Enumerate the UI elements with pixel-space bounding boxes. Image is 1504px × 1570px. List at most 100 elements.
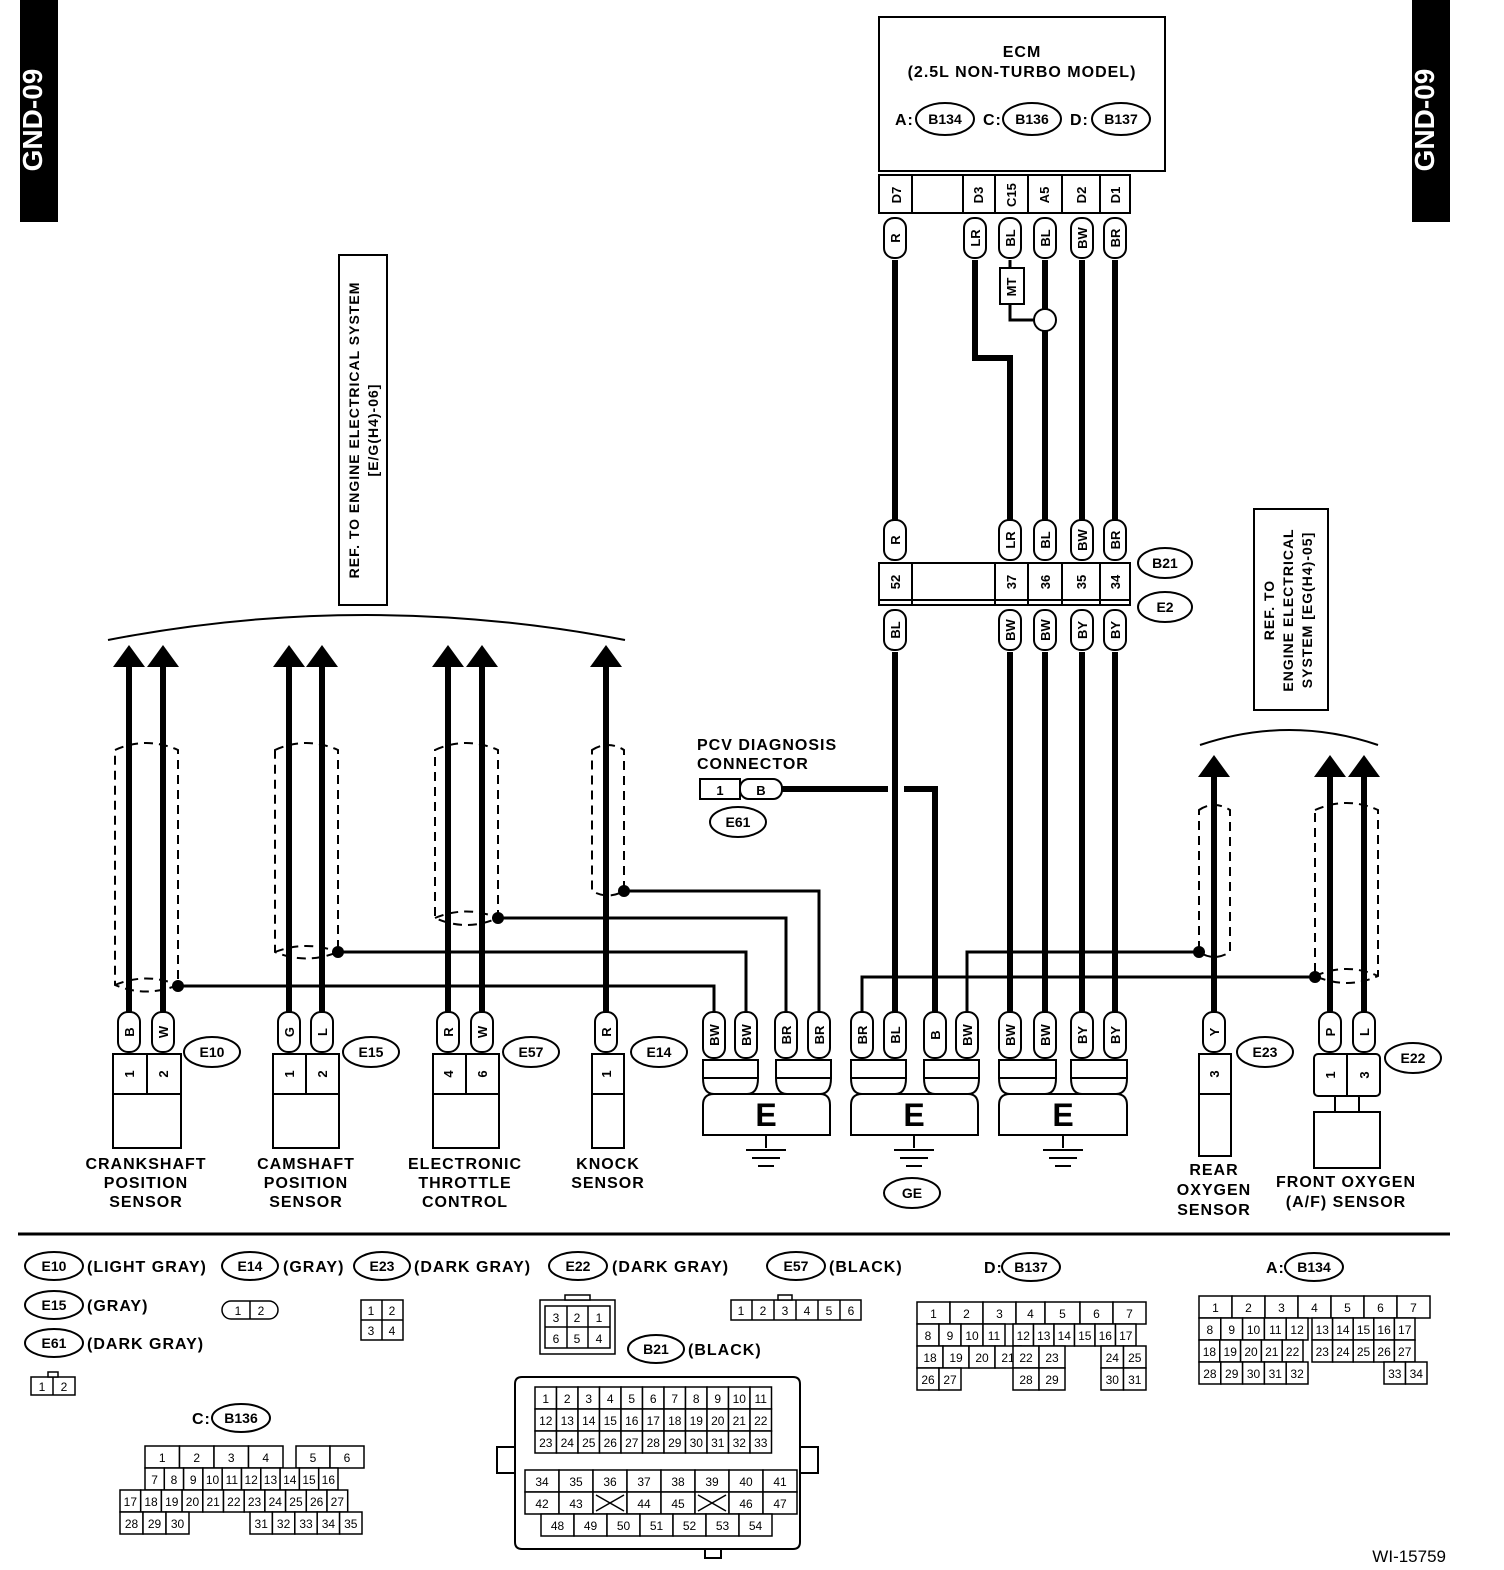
b134-pin-5: 5 (1344, 1301, 1351, 1315)
b21-pin-1: 1 (542, 1392, 549, 1406)
b136-pin-8: 8 (171, 1473, 178, 1487)
b21-pin-17: 17 (647, 1414, 661, 1428)
b21-id: B21 (1152, 555, 1178, 571)
b21-pin-2: 2 (564, 1392, 571, 1406)
ground-group-2: BR BL B BW E GE (850, 1011, 980, 1209)
b137-pin-6: 6 (1093, 1307, 1100, 1321)
b136-pin-35: 35 (344, 1517, 358, 1531)
b134-pin-16: 16 (1377, 1323, 1391, 1337)
legend-e22-pin-5: 4 (596, 1332, 603, 1346)
b137-pin-27-cell (938, 1367, 962, 1391)
gnd1-label: E (755, 1097, 776, 1133)
ref-right-line2: ENGINE ELECTRICAL (1280, 528, 1296, 691)
b136-pin-7: 7 (151, 1473, 158, 1487)
b136-pin-19: 19 (165, 1495, 179, 1509)
b21-pin-41: 41 (773, 1475, 787, 1489)
legend-e57-pin-3: 4 (804, 1304, 811, 1318)
b134-pin-1: 1 (1212, 1301, 1219, 1315)
b21-pin-44: 44 (637, 1497, 651, 1511)
e57-pin-0: 4 (441, 1070, 456, 1078)
pcv-line2: CONNECTOR (697, 756, 809, 773)
b21-pin-6: 6 (650, 1392, 657, 1406)
b21-pin-5: 5 (628, 1392, 635, 1406)
ecm-subtitle: (2.5L NON-TURBO MODEL) (908, 64, 1137, 81)
b21-pin-47-cell (762, 1491, 798, 1515)
gnd1-wire-0: BW (707, 1023, 722, 1045)
e22-name2: (A/F) SENSOR (1286, 1194, 1406, 1211)
b134-pin-9: 9 (1228, 1323, 1235, 1337)
b21-pin-21: 21 (733, 1414, 747, 1428)
b136-pin-10: 10 (206, 1473, 220, 1487)
b21-pin-14: 14 (582, 1414, 596, 1428)
ref-right-line3: SYSTEM [EG(H4)-05] (1299, 532, 1315, 688)
ecm-wire-bl2: BL (1038, 229, 1053, 246)
ecm-wires: MT (892, 260, 1118, 520)
b21-upper-2: BL (1038, 531, 1053, 548)
e14-name1: KNOCK (576, 1156, 640, 1173)
gnd3-wire-0: BW (1003, 1023, 1018, 1045)
page-code-tab-right: GND-09 (1409, 0, 1450, 222)
b21-pin-40: 40 (739, 1475, 753, 1489)
b136-pin-25: 25 (289, 1495, 303, 1509)
b21-pin-39: 39 (705, 1475, 719, 1489)
b21-pin-54: 54 (749, 1519, 763, 1533)
b21-pin-26: 26 (604, 1436, 618, 1450)
e14-name2: SENSOR (571, 1175, 645, 1192)
legend-e23-color: (DARK GRAY) (414, 1259, 531, 1276)
e22-pin-0: 1 (1323, 1071, 1338, 1078)
e14-pin-0: 1 (599, 1070, 614, 1077)
gnd3-label: E (1052, 1097, 1073, 1133)
b134-pin-3: 3 (1278, 1301, 1285, 1315)
b21-pin-30: 30 (690, 1436, 704, 1450)
sensor-e10: B W 1 2 E10 CRANKSHAFT POSITION SENSOR (85, 1011, 241, 1211)
b136-pin-13: 13 (264, 1473, 278, 1487)
gnd1-wire-2: BR (779, 1025, 794, 1044)
ref-left: REF. TO ENGINE ELECTRICAL SYSTEM [E/G(H4… (107, 254, 626, 641)
b21-pin-28: 28 (647, 1436, 661, 1450)
gnd3-wire-2: BY (1075, 1026, 1090, 1044)
ecm-wire-tags: R LR BL BL BW BR (883, 217, 1127, 259)
b136-pin-32: 32 (277, 1517, 291, 1531)
b137-pin-11: 11 (988, 1329, 1001, 1343)
b21-pin-53: 53 (716, 1519, 730, 1533)
ground-group-3: BW BW BY BY E (998, 1011, 1128, 1167)
b21-pin-3: 3 (585, 1392, 592, 1406)
b21-pin-47: 47 (773, 1497, 787, 1511)
e10-pin-1: 2 (156, 1070, 171, 1077)
legend-e14-color: (GRAY) (283, 1259, 344, 1276)
b134-pin-25: 25 (1357, 1345, 1371, 1359)
legend-labels: E10 (LIGHT GRAY) E15 (GRAY) E61 (DARK GR… (24, 1251, 1344, 1433)
b21-upper-4: BR (1108, 530, 1123, 549)
b134-pin-28: 28 (1203, 1367, 1217, 1381)
b21-connector: R LR BL BW BR 52 37 36 35 34 B21 E2 BL B… (878, 519, 1193, 651)
legend-e14-pin-1: 2 (258, 1304, 265, 1318)
legend-e57-pin-5: 6 (848, 1304, 855, 1318)
pcv-connector: PCV DIAGNOSIS CONNECTOR 1 B E61 (697, 737, 938, 1015)
legend-e22-pin-0: 3 (553, 1311, 560, 1325)
b134-pin-13: 13 (1316, 1323, 1330, 1337)
b136-pin-26: 26 (310, 1495, 324, 1509)
legend-e22-pin-1: 2 (574, 1311, 581, 1325)
b21-pin-45: 45 (671, 1497, 685, 1511)
legend-e14-id: E14 (238, 1258, 263, 1274)
b137-pin-22: 22 (1019, 1351, 1033, 1365)
b21-pin-10: 10 (733, 1392, 747, 1406)
pcv-pin1: 1 (716, 783, 723, 798)
b21-pin-43: 43 (569, 1497, 583, 1511)
legend-e57-id: E57 (784, 1258, 809, 1274)
gnd3-wire-1: BW (1038, 1023, 1053, 1045)
b134-pin-32: 32 (1290, 1367, 1304, 1381)
legend-e14-pin-0: 1 (235, 1304, 242, 1318)
legend-b21-id: B21 (643, 1341, 669, 1357)
sensor-e14: R 1 E14 KNOCK SENSOR (571, 1011, 688, 1192)
b21-lower-0: BL (888, 621, 903, 638)
e23-pin-0: 3 (1207, 1070, 1222, 1077)
b21-pin-33: 33 (754, 1436, 768, 1450)
ecm-pin-c15: C15 (1004, 183, 1019, 207)
b136-pin-17: 17 (124, 1495, 138, 1509)
b21-pin-34: 34 (1108, 574, 1123, 589)
e23-wire-0: Y (1207, 1027, 1222, 1036)
e15-pin-1: 2 (315, 1070, 330, 1077)
b21-pin-18: 18 (668, 1414, 682, 1428)
b136-pin-24: 24 (269, 1495, 283, 1509)
